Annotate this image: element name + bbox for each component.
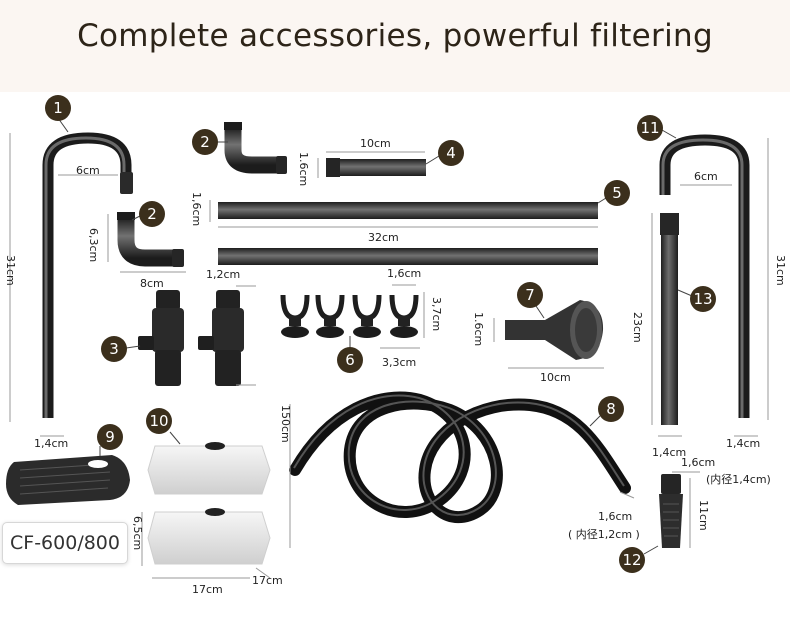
callout-3: 3 — [109, 340, 119, 358]
callout-8: 8 — [606, 400, 616, 418]
dim-hose-dia: 1,6cm — [598, 510, 632, 523]
part-5-long-pipes — [218, 202, 598, 265]
dim-strainer-inner: (内径1,4cm) — [706, 472, 771, 486]
dim-inlet-width: 6cm — [76, 164, 100, 177]
dim-clip-width: 3,3cm — [382, 356, 416, 369]
dim-long-pipe-dia: 1,6cm — [190, 192, 203, 226]
dim-outlet-dia: 1,4cm — [726, 437, 760, 450]
part-1-intake-pipe — [42, 132, 133, 418]
callout-9: 9 — [105, 428, 115, 446]
callout-badge — [438, 140, 464, 166]
dim-long-pipe-len: 32cm — [368, 231, 399, 244]
callout-7: 7 — [525, 286, 535, 304]
callout-5: 5 — [612, 184, 622, 202]
dim-strainer-height: 11cm — [697, 500, 710, 531]
dim-elbow-height: 6,3cm — [87, 228, 100, 262]
callout-badge — [101, 336, 127, 362]
dim-short-pipe-dia: 1.6cm — [297, 152, 310, 186]
callout-11: 11 — [640, 119, 659, 137]
dim-tank-width: 17cm — [192, 583, 223, 596]
dim-hose-len: 150cm — [279, 405, 292, 443]
callout-10: 10 — [149, 412, 168, 430]
dim-clip-height: 3,7cm — [430, 297, 443, 331]
dim-funnel-dia: 1.6cm — [472, 312, 485, 346]
part-7-funnel — [505, 300, 604, 360]
dim-short-pipe-len: 10cm — [360, 137, 391, 150]
callout-badge — [139, 201, 165, 227]
part-10-tanks — [147, 442, 271, 565]
callout-badge — [337, 347, 363, 373]
callouts: 1 2 2 3 4 5 6 7 8 9 10 11 — [45, 95, 716, 573]
callout-4: 4 — [446, 144, 456, 162]
part-9-filter-plate — [6, 455, 130, 505]
dim-outlet-height: 31cm — [774, 255, 787, 286]
dim-elbow-width: 8cm — [140, 277, 164, 290]
part-6-suction-clips — [280, 294, 419, 338]
model-label: CF-600/800 — [2, 522, 128, 564]
dim-ext-height: 23cm — [631, 312, 644, 343]
callout-badge — [598, 396, 624, 422]
part-2-elbow-lower — [117, 212, 184, 267]
dim-funnel-width: 10cm — [540, 371, 571, 384]
callout-badge — [690, 286, 716, 312]
part-11-outlet-pipe — [659, 134, 750, 418]
dim-outlet-width: 6cm — [694, 170, 718, 183]
callout-1: 1 — [53, 99, 63, 117]
callout-badge — [97, 424, 123, 450]
dim-hose-inner: ( 内径1,2cm ) — [568, 527, 640, 541]
dim-clip-dia: 1,6cm — [387, 267, 421, 280]
page-title: Complete accessories, powerful filtering — [77, 18, 713, 54]
part-13-extension-pipe — [660, 213, 679, 425]
callout-badge — [45, 95, 71, 121]
dim-inlet-dia: 1,4cm — [34, 437, 68, 450]
callout-badge — [619, 547, 645, 573]
callout-2-lower: 2 — [147, 205, 157, 223]
dim-ext-dia: 1,4cm — [652, 446, 686, 459]
header-band — [0, 0, 790, 92]
dim-line — [255, 567, 271, 579]
callout-12: 12 — [622, 551, 641, 569]
part-3-valves — [138, 290, 244, 386]
callout-6: 6 — [345, 351, 355, 369]
callout-badge — [146, 408, 172, 434]
dim-inlet-height: 31cm — [4, 255, 17, 286]
callout-badge — [517, 282, 543, 308]
part-4-short-pipe — [326, 158, 426, 177]
callout-badge — [637, 115, 663, 141]
part-8-hose — [289, 391, 631, 524]
dim-tank-depth: 17cm — [252, 574, 283, 587]
callout-badge — [604, 180, 630, 206]
part-2-elbow-upper — [224, 122, 287, 174]
callout-13: 13 — [693, 290, 712, 308]
dim-line — [619, 491, 635, 499]
callout-2-upper: 2 — [200, 133, 210, 151]
part-12-strainer — [659, 474, 683, 548]
dim-valve-dia: 1,2cm — [206, 268, 240, 281]
dim-strainer-dia: 1,6cm — [681, 456, 715, 469]
dim-tank-height: 6,5cm — [131, 516, 144, 550]
callout-badge — [192, 129, 218, 155]
